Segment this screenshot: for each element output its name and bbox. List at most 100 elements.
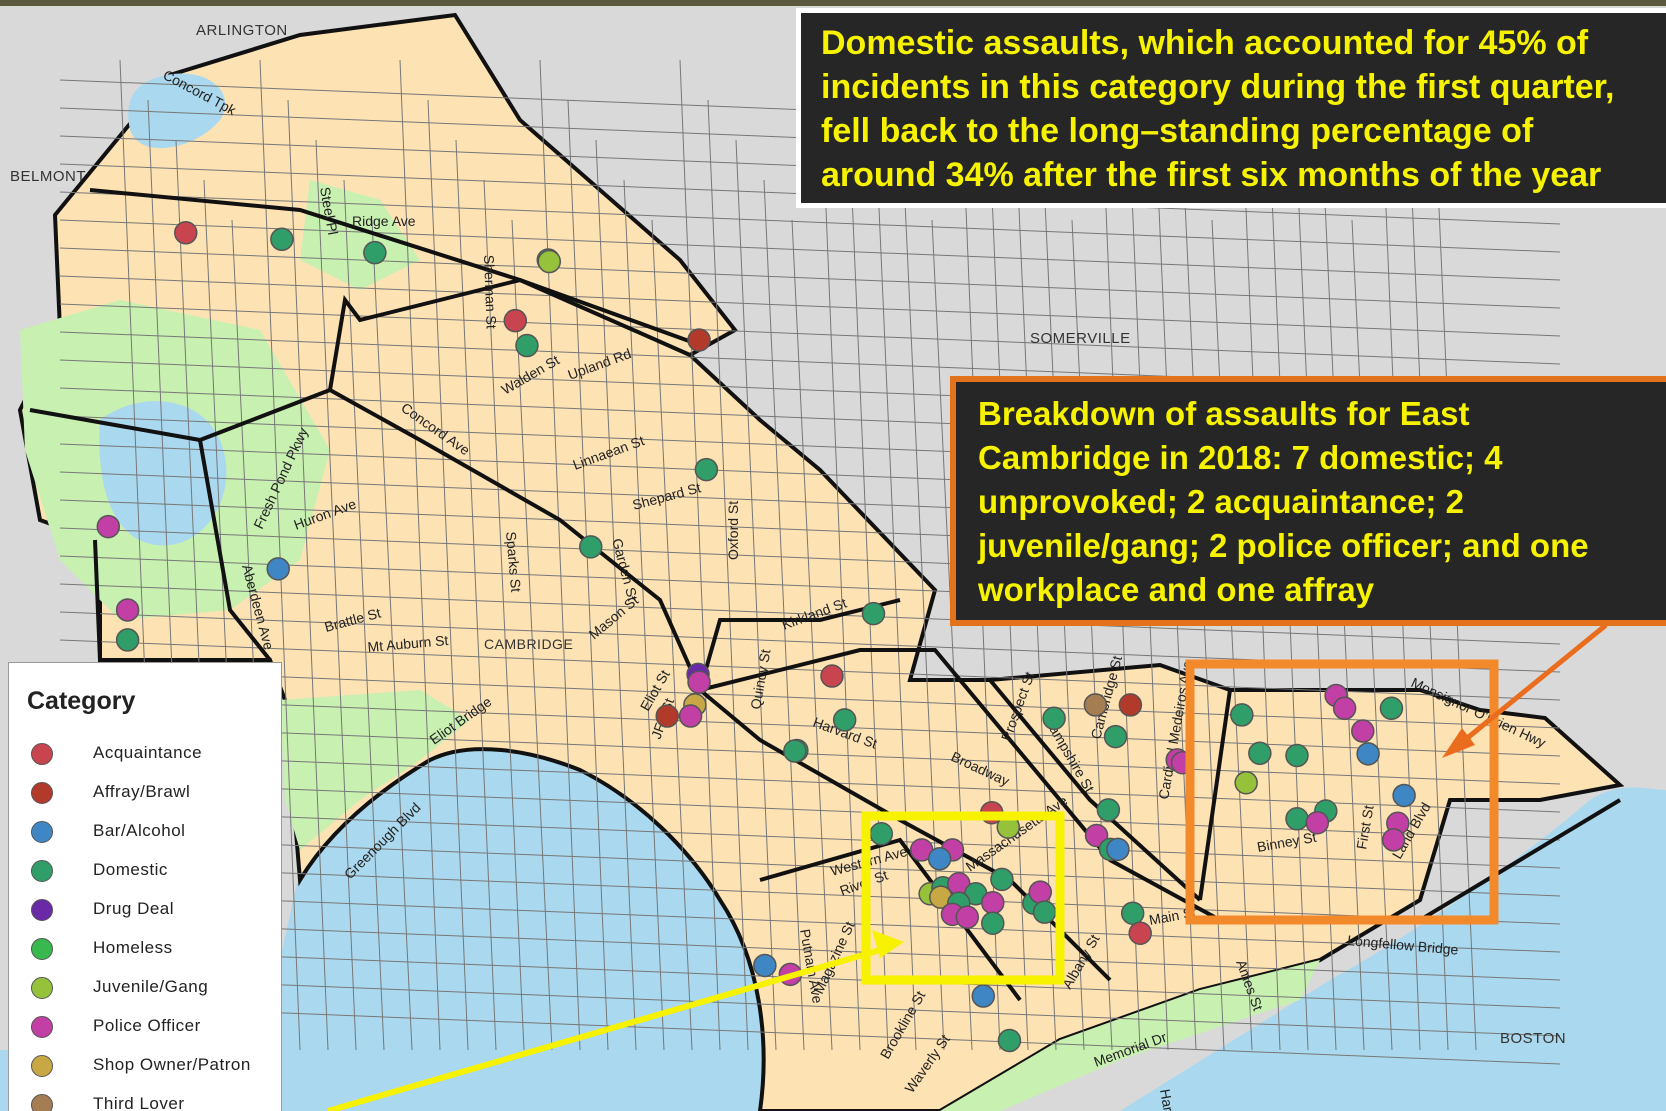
incident-point-police-officer[interactable] [1305, 810, 1330, 835]
street-line [287, 99, 329, 1051]
incident-point-police-officer[interactable] [1381, 828, 1406, 852]
incident-point-domestic[interactable] [363, 240, 387, 265]
incident-point-domestic[interactable] [1230, 703, 1254, 727]
incident-point-police-officer[interactable] [115, 598, 140, 622]
incident-point-domestic[interactable] [1248, 741, 1272, 766]
incident-point-domestic[interactable] [115, 628, 140, 652]
incident-point-acquaintance[interactable] [1128, 921, 1152, 945]
incident-point-domestic[interactable] [1096, 798, 1121, 822]
incident-point-police-officer[interactable] [1084, 823, 1109, 848]
incident-point-domestic[interactable] [783, 739, 807, 763]
incident-point-domestic[interactable] [981, 911, 1005, 935]
cambridge-land [17, 12, 1625, 1111]
legend-label: Police Officer [93, 1016, 201, 1035]
incident-point-bar-alcohol[interactable] [927, 847, 952, 871]
incident-point-bar-alcohol[interactable] [1356, 742, 1380, 766]
legend-label: Bar/Alcohol [93, 821, 186, 840]
place-label-boston: BOSTON [1500, 1030, 1567, 1047]
callout-line: Breakdown of assaults for East [978, 395, 1470, 432]
street-line [483, 179, 525, 1051]
street-line [59, 947, 1561, 1009]
legend-label: Drug Deal [93, 899, 175, 918]
highlight-box-east-cambridge[interactable] [1185, 659, 1499, 925]
incident-point-police-officer[interactable] [96, 514, 121, 539]
place-label-arlington: ARLINGTON [196, 22, 288, 39]
incident-point-domestic[interactable] [1103, 724, 1128, 749]
street-label: First St [1353, 804, 1376, 851]
legend-title: Category [27, 687, 136, 715]
arrow-yellow-head [872, 930, 904, 958]
incident-point-bar-alcohol[interactable] [1392, 783, 1416, 808]
incident-point-juvenile-gang[interactable] [537, 249, 562, 274]
legend-swatch [31, 782, 53, 804]
incident-point-domestic[interactable] [997, 1028, 1022, 1053]
incident-point-domestic[interactable] [832, 708, 857, 732]
incident-point-bar-alcohol[interactable] [971, 984, 996, 1008]
incident-point-police-officer[interactable] [687, 670, 711, 694]
incident-point-police-officer[interactable] [955, 905, 980, 929]
incident-point-bar-alcohol[interactable] [1106, 837, 1130, 862]
street-line [399, 59, 441, 1051]
incident-point-domestic[interactable] [1285, 743, 1309, 768]
street-line [59, 751, 1561, 813]
incident-point-domestic[interactable] [1285, 807, 1309, 831]
place-label-cambridge: CAMBRIDGE [484, 636, 574, 652]
incident-point-police-officer[interactable] [1028, 880, 1053, 904]
callout-line: workplace and one affray [978, 571, 1375, 608]
incident-point-acquaintance[interactable] [820, 664, 844, 688]
legend-swatch [31, 821, 53, 843]
legend-label: Domestic [93, 860, 168, 879]
incident-point-bar-alcohol[interactable] [753, 953, 777, 978]
street-line [59, 219, 1561, 281]
incident-point-domestic[interactable] [1032, 900, 1057, 924]
arrow-yellow-shaft [327, 947, 881, 1111]
legend-swatch [31, 899, 53, 921]
incident-point-bar-alcohol[interactable] [266, 557, 290, 581]
street-grid [59, 59, 1561, 1065]
incident-point-domestic[interactable] [990, 867, 1014, 892]
incident-point-domestic[interactable] [270, 227, 294, 252]
place-label-belmont: BELMONT [10, 168, 87, 185]
incident-point-affray-brawl[interactable] [655, 704, 679, 728]
incident-point-juvenile-gang[interactable] [1234, 770, 1258, 795]
street-label: Sherman St [481, 255, 500, 330]
incident-point-affray-brawl[interactable] [687, 328, 711, 352]
highlight-box-central[interactable] [861, 811, 1065, 985]
street-line [427, 99, 469, 1051]
incident-point-domestic[interactable] [579, 535, 603, 559]
window-top-bar [0, 0, 1666, 6]
street-line [567, 99, 609, 1051]
incident-point-police-officer[interactable] [678, 704, 703, 728]
street-line [651, 219, 693, 1051]
incident-point-domestic[interactable] [515, 333, 539, 358]
legend-label: Homeless [93, 938, 173, 957]
incident-point-third-lover[interactable] [1083, 693, 1108, 717]
street-line [623, 179, 665, 1051]
street-label: Mt Auburn St [367, 632, 449, 655]
incident-point-domestic[interactable] [861, 601, 886, 626]
street-line [763, 179, 805, 1051]
street-line [59, 919, 1561, 981]
street-line [371, 219, 413, 1051]
legend-swatch [31, 1094, 53, 1111]
incident-point-domestic[interactable] [1379, 696, 1404, 721]
incident-point-affray-brawl[interactable] [1118, 693, 1143, 717]
incident-point-police-officer[interactable] [1351, 719, 1375, 743]
incident-point-acquaintance[interactable] [174, 221, 198, 245]
legend-swatch [31, 1016, 53, 1038]
street-line [59, 975, 1561, 1037]
incident-point-domestic[interactable] [694, 457, 719, 482]
street-line [59, 695, 1561, 757]
callout-line: juvenile/gang; 2 police officer; and one [978, 527, 1589, 564]
incident-point-police-officer[interactable] [981, 890, 1005, 915]
incident-point-domestic[interactable] [1042, 706, 1066, 731]
arrow-orange-shaft [1458, 623, 1608, 746]
incident-point-domestic[interactable] [1120, 901, 1145, 925]
callout-line: incidents in this category during the fi… [821, 68, 1615, 106]
incident-point-domestic[interactable] [869, 822, 894, 846]
incident-point-acquaintance[interactable] [503, 308, 528, 333]
incident-point-police-officer[interactable] [1332, 696, 1357, 721]
legend-swatch [31, 977, 53, 999]
